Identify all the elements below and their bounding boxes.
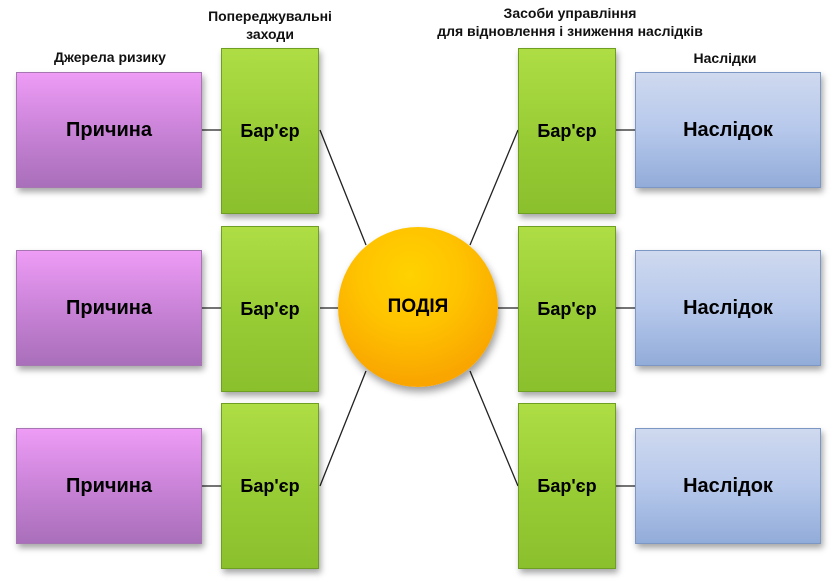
cause-label: Причина (66, 474, 152, 497)
connector-barrier1-event (319, 129, 367, 246)
preventive-barrier-2: Бар'єр (221, 226, 319, 392)
barrier-label: Бар'єр (240, 475, 300, 496)
barrier-label: Бар'єр (537, 120, 597, 141)
cause-box-2: Причина (16, 250, 202, 366)
recovery-barrier-2: Бар'єр (518, 226, 616, 392)
barrier-label: Бар'єр (240, 120, 300, 141)
barrier-label: Бар'єр (537, 298, 597, 319)
recovery-controls-heading: Засоби управління для відновлення і зниж… (410, 4, 730, 40)
barrier-label: Бар'єр (240, 298, 300, 319)
event-label: ПОДІЯ (387, 296, 449, 317)
connector-event-barrier6 (469, 370, 519, 487)
preventive-heading-line1: Попереджувальні (208, 8, 332, 24)
recovery-barrier-3: Бар'єр (518, 403, 616, 569)
preventive-barrier-1: Бар'єр (221, 48, 319, 214)
consequences-heading-text: Наслідки (693, 50, 757, 66)
consequence-box-2: Наслідок (635, 250, 821, 366)
consequence-box-1: Наслідок (635, 72, 821, 188)
event-circle: ПОДІЯ (338, 227, 498, 387)
preventive-barrier-3: Бар'єр (221, 403, 319, 569)
cause-label: Причина (66, 118, 152, 141)
consequence-label: Наслідок (683, 296, 773, 319)
consequence-label: Наслідок (683, 118, 773, 141)
consequences-heading: Наслідки (680, 49, 770, 67)
barrier-label: Бар'єр (537, 475, 597, 496)
cause-box-1: Причина (16, 72, 202, 188)
connector-event-barrier4 (469, 129, 519, 246)
preventive-heading-line2: заходи (246, 26, 294, 42)
consequence-box-3: Наслідок (635, 428, 821, 544)
risk-sources-heading-text: Джерела ризику (54, 49, 166, 65)
preventive-measures-heading: Попереджувальні заходи (190, 7, 350, 43)
cause-label: Причина (66, 296, 152, 319)
risk-sources-heading: Джерела ризику (40, 48, 180, 66)
recovery-barrier-1: Бар'єр (518, 48, 616, 214)
controls-heading-line2: для відновлення і зниження наслідків (437, 23, 703, 39)
consequence-label: Наслідок (683, 474, 773, 497)
controls-heading-line1: Засоби управління (503, 5, 637, 21)
cause-box-3: Причина (16, 428, 202, 544)
connector-barrier3-event (319, 370, 367, 487)
